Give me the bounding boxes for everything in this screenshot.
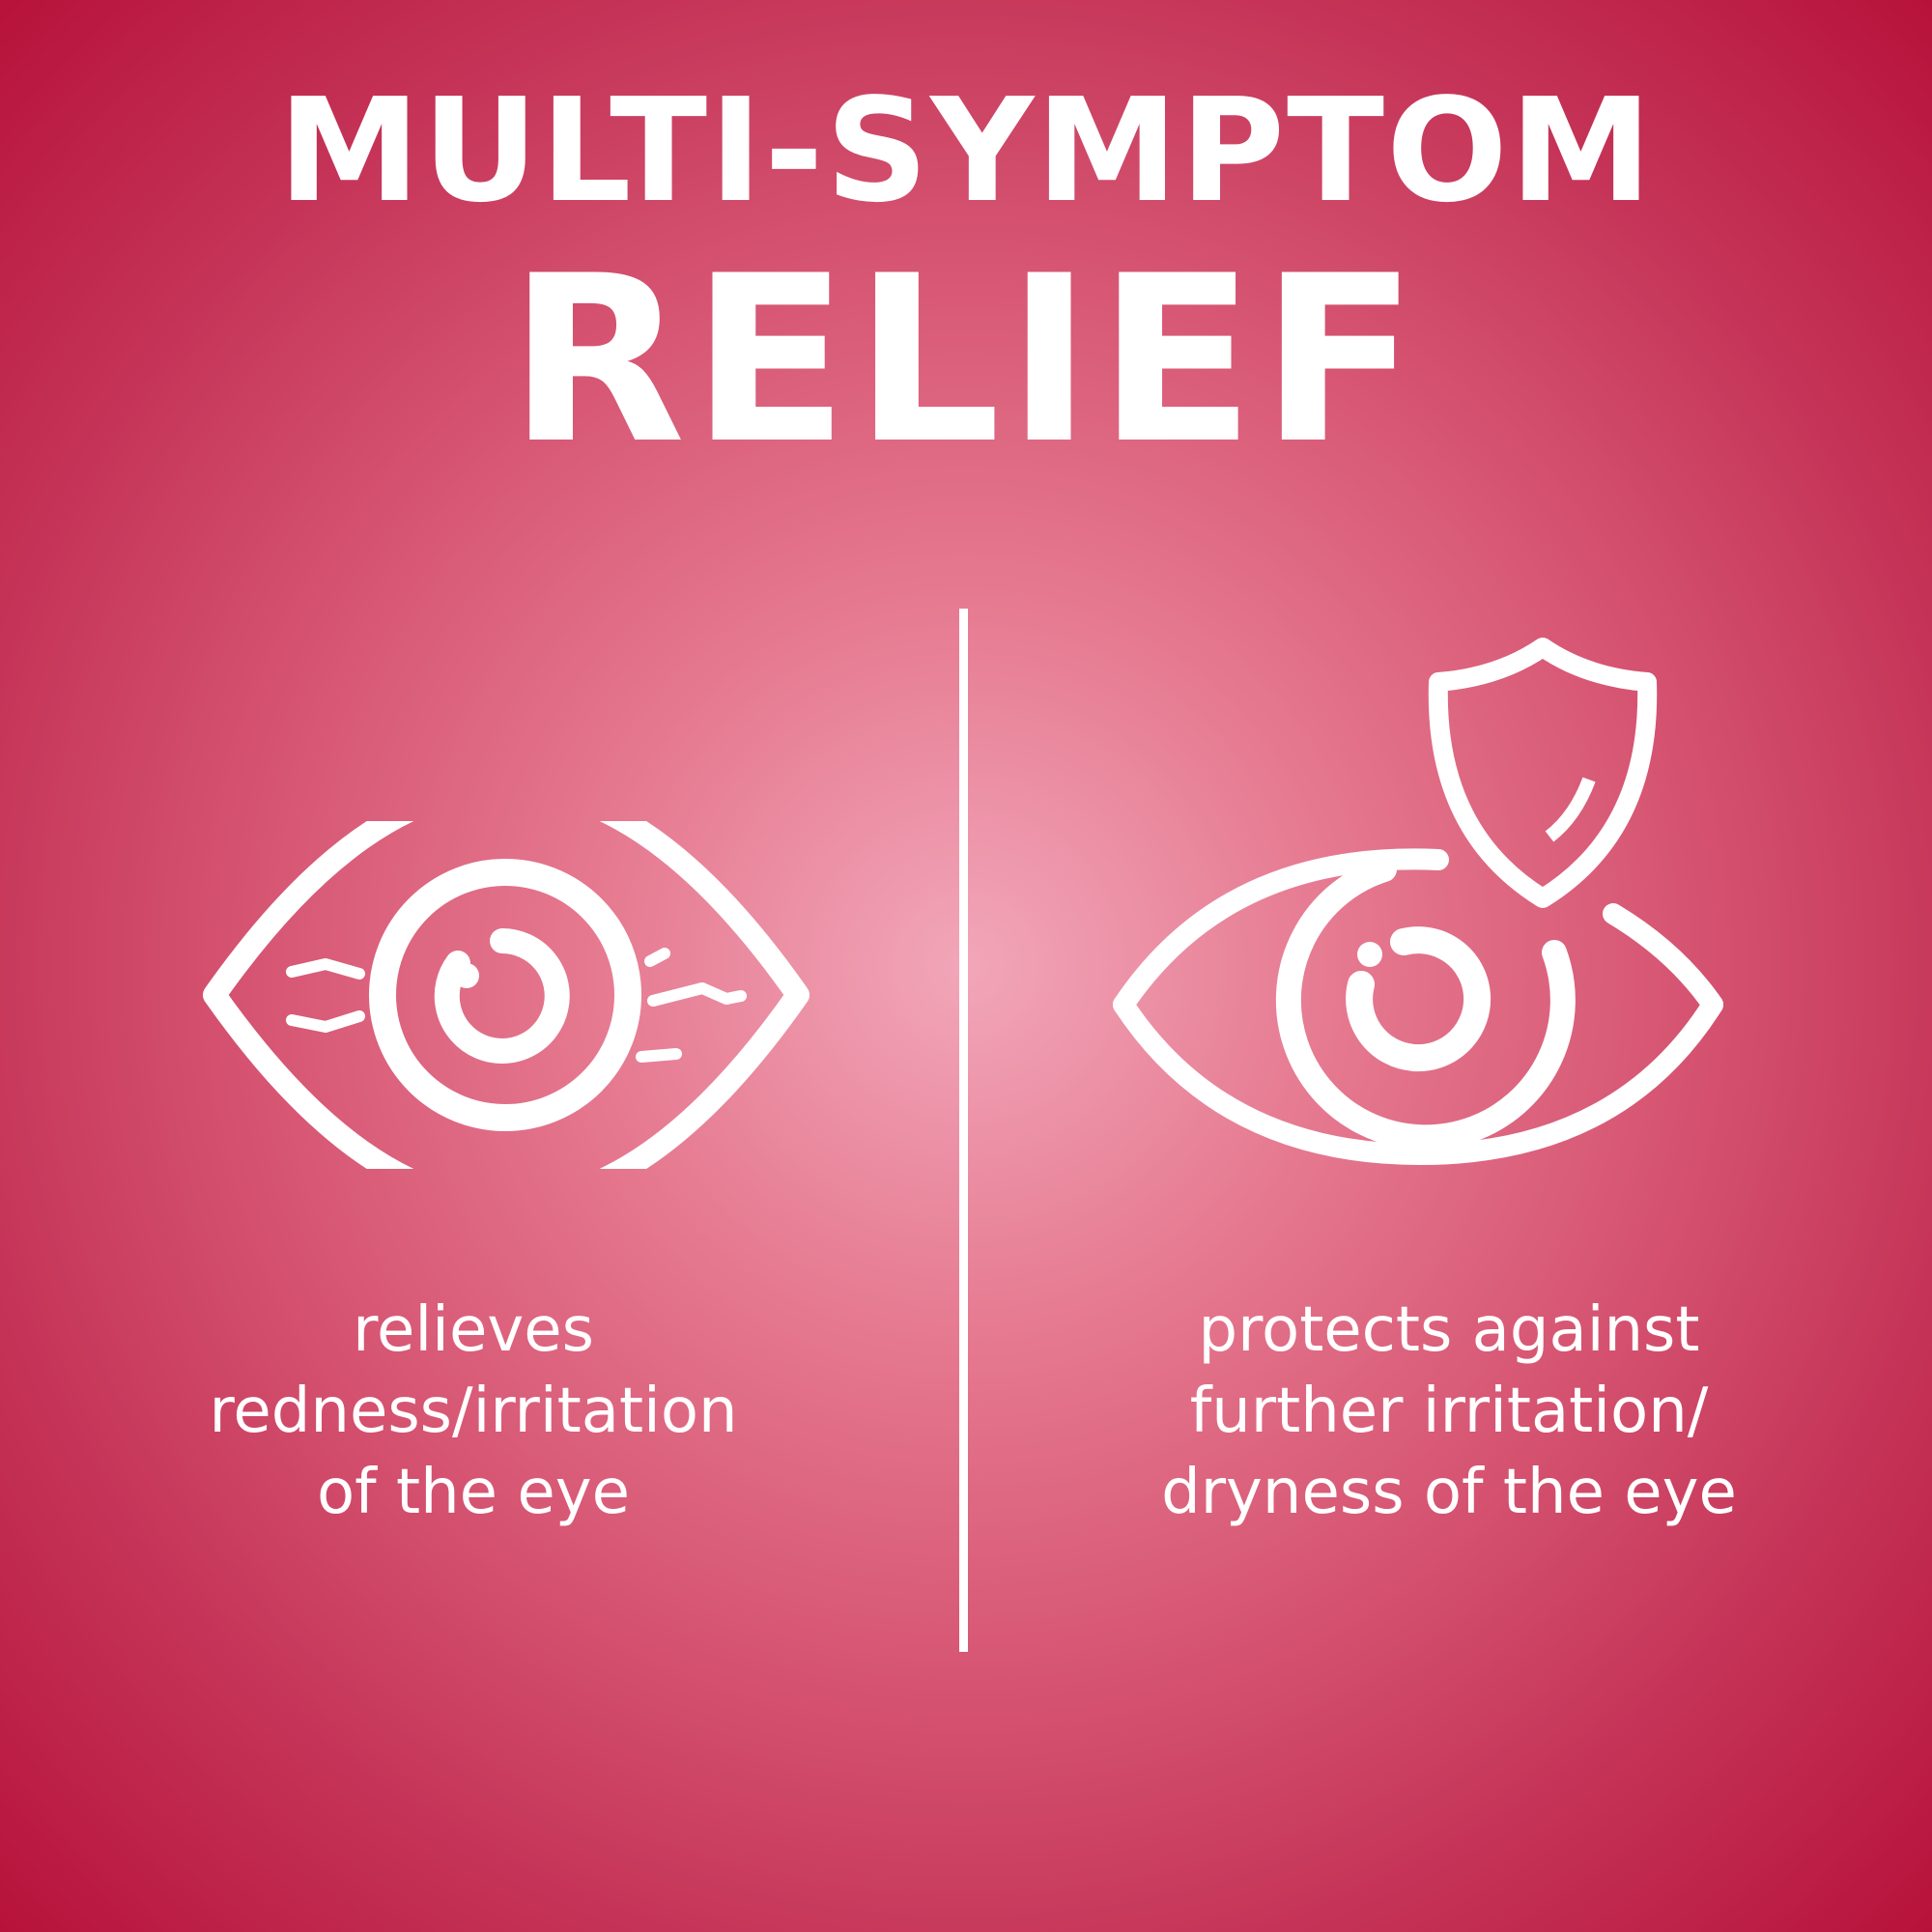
caption-line: relieves — [353, 1294, 594, 1366]
heading-multi-symptom: MULTI-SYMPTOM — [277, 68, 1655, 234]
caption-line: protects against — [1198, 1294, 1700, 1366]
caption-line: redness/irritation — [209, 1376, 738, 1447]
caption-line: dryness of the eye — [1161, 1457, 1737, 1528]
eye-with-shield-icon — [1113, 638, 1723, 1165]
benefit-caption-protection: protects against further irritation/ dry… — [1024, 1290, 1874, 1533]
heading-relief: RELIEF — [508, 227, 1424, 495]
vertical-divider — [959, 609, 968, 1652]
caption-line: of the eye — [316, 1457, 631, 1528]
red-irritated-eye-icon — [203, 821, 810, 1169]
benefit-caption-redness: relieves redness/irritation of the eye — [77, 1290, 869, 1533]
caption-line: further irritation/ — [1189, 1376, 1709, 1447]
